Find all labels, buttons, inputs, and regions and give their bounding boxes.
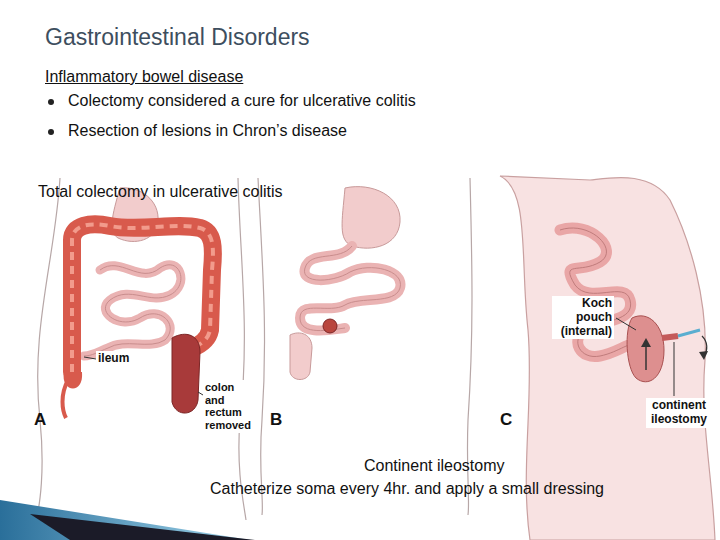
- bullet-text-holder: Resection of lesions in Chron’s disease: [68, 122, 347, 140]
- slide-title: Gastrointestinal Disorders: [45, 24, 310, 50]
- catheter: [678, 330, 700, 336]
- panel-letter: C: [500, 410, 512, 430]
- bullet-text: Colectomy considered a cure for ulcerati…: [68, 92, 416, 110]
- figure-heading: Total colectomy in ulcerative colitis: [38, 183, 283, 201]
- caption-line: Catheterize soma every 4hr. and apply a …: [210, 480, 604, 498]
- leader-line: [616, 318, 636, 330]
- decor-dark-band: [30, 514, 255, 540]
- section-heading-holder: Inflammatory bowel disease: [45, 68, 243, 86]
- panel-letter: B: [270, 410, 282, 430]
- part-label-holder: continent ileostomy: [646, 398, 712, 428]
- bullet-text-holder: Colectomy considered a cure for ulcerati…: [68, 92, 416, 110]
- rectum: [172, 334, 200, 413]
- caption-line-holder: Catheterize soma every 4hr. and apply a …: [210, 480, 604, 498]
- panel-letter-holder: A: [34, 410, 46, 430]
- stoma-channel: [662, 336, 678, 338]
- part-label: continent ileostomy: [646, 398, 712, 428]
- leader-line: [84, 357, 96, 359]
- part-label: Koch pouch (internal): [552, 296, 614, 339]
- title-holder: Gastrointestinal Disorders: [45, 24, 310, 50]
- part-label-holder: ileum: [96, 351, 131, 367]
- appendix: [63, 380, 69, 418]
- panel-letter-holder: C: [500, 410, 512, 430]
- small-intestine: [300, 246, 400, 331]
- caption-line: Continent ileostomy: [364, 457, 505, 475]
- stomach: [342, 187, 400, 249]
- panel-letter: A: [34, 410, 46, 430]
- rectal-stump: [290, 333, 312, 380]
- bullet-dot: [48, 129, 54, 135]
- bullet-dot: [48, 99, 54, 105]
- part-label: colon and rectum removed: [203, 380, 249, 433]
- part-label: ileum: [96, 351, 131, 367]
- small-intestine: [84, 265, 181, 356]
- pouch-arrowhead: [641, 338, 651, 347]
- drain-arrowhead: [699, 351, 708, 360]
- koch-pouch: [627, 316, 664, 382]
- section-heading: Inflammatory bowel disease: [45, 68, 243, 86]
- small-intestine-edge: [84, 265, 181, 356]
- stoma: [323, 319, 337, 333]
- panel-letter-holder: B: [270, 410, 282, 430]
- leader-line: [674, 342, 675, 396]
- caption-line-holder: Continent ileostomy: [364, 457, 505, 475]
- part-label-holder: colon and rectum removed: [203, 380, 249, 433]
- small-intestine-edge: [300, 246, 400, 331]
- figure-heading-holder: Total colectomy in ulcerative colitis: [38, 183, 283, 201]
- bullet-text: Resection of lesions in Chron’s disease: [68, 122, 347, 140]
- part-label-holder: Koch pouch (internal): [552, 296, 614, 339]
